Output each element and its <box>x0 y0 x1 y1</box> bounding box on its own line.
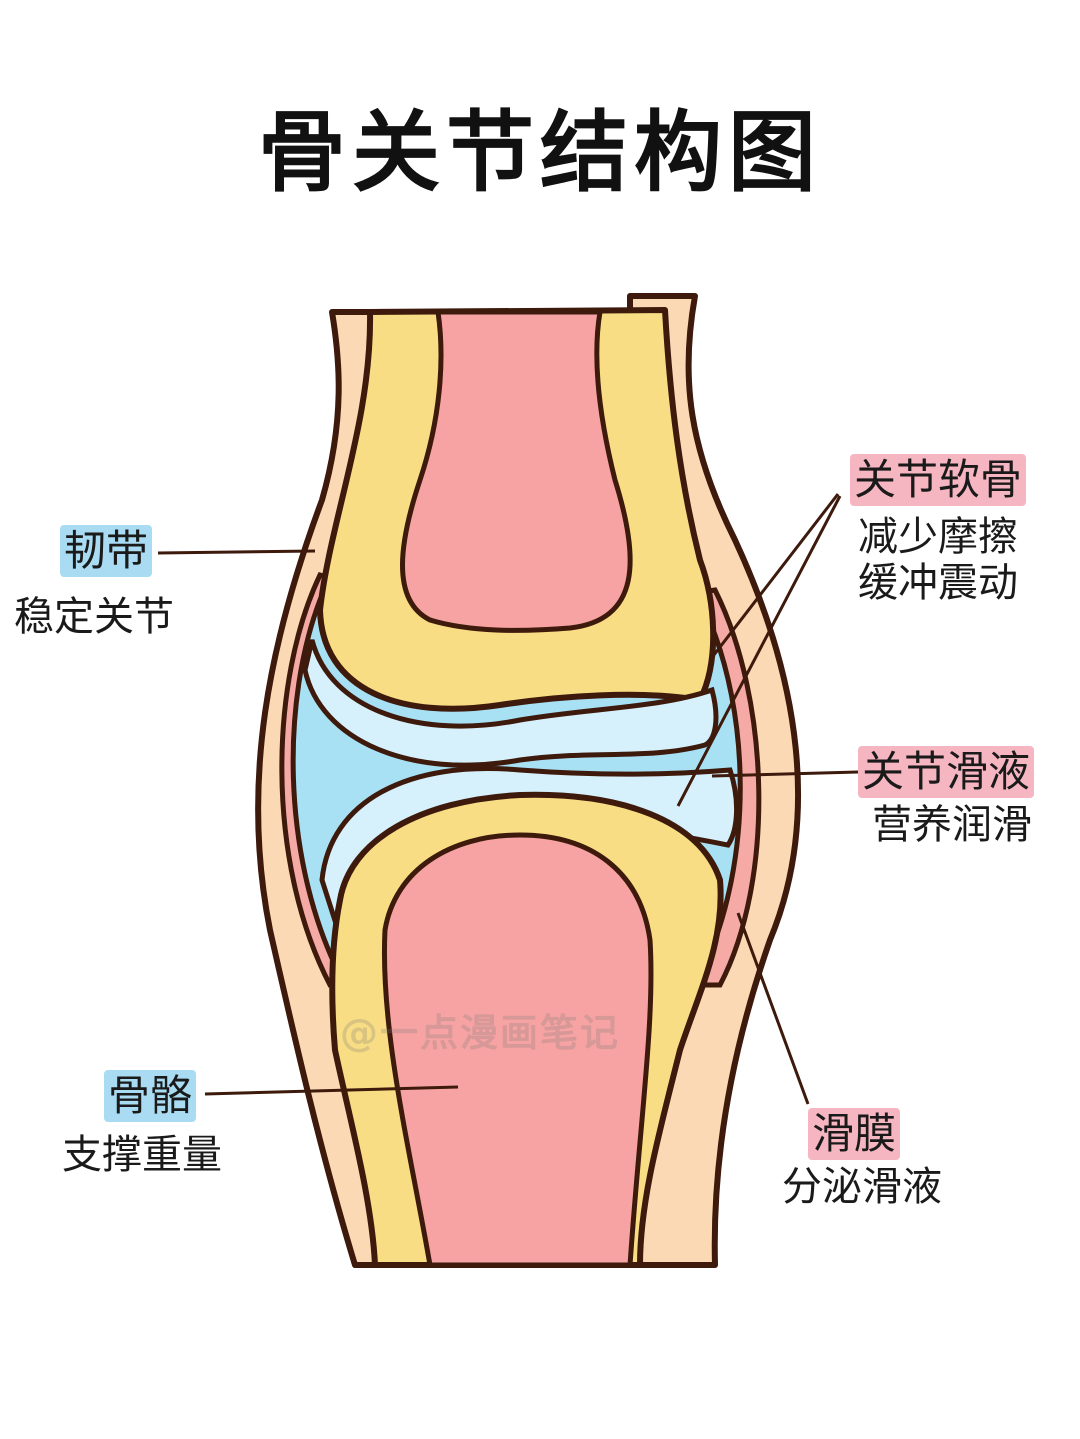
label-ligament-name: 韧带 <box>60 525 153 577</box>
leader-cartilage-1 <box>708 493 840 661</box>
leader-ligament <box>157 549 316 555</box>
leader-cartilage-2 <box>676 495 842 807</box>
label-synovium-name: 滑膜 <box>808 1108 901 1160</box>
label-synovial-fluid-desc: 营养润滑 <box>872 802 1032 848</box>
label-ligament: 韧带 <box>60 525 153 577</box>
label-cartilage-name: 关节软骨 <box>850 454 1027 506</box>
label-synovium: 滑膜 <box>808 1108 901 1160</box>
upper-marrow <box>400 309 633 633</box>
leader-synovium <box>736 912 810 1105</box>
label-bone: 骨骼 <box>104 1070 197 1122</box>
watermark: @一点漫画笔记 <box>340 1011 621 1055</box>
lower-marrow <box>381 832 654 1268</box>
label-bone-desc: 支撑重量 <box>62 1132 222 1178</box>
label-synovial-fluid-name: 关节滑液 <box>858 746 1035 798</box>
upper-cartilage <box>302 639 719 768</box>
label-cartilage: 关节软骨 <box>850 454 1027 506</box>
label-synovial-fluid: 关节滑液 <box>858 746 1035 798</box>
label-bone-name: 骨骼 <box>104 1070 197 1122</box>
label-synovium-desc: 分泌滑液 <box>782 1164 942 1210</box>
label-ligament-desc: 稳定关节 <box>14 594 174 640</box>
leader-lines <box>157 493 859 1105</box>
leader-bone <box>204 1085 459 1096</box>
page-title: 骨关节结构图 <box>257 101 822 204</box>
leader-synovial-fluid <box>711 770 859 778</box>
label-cartilage-desc-1: 减少摩擦 <box>858 514 1018 560</box>
label-cartilage-desc-2: 缓冲震动 <box>858 560 1018 606</box>
